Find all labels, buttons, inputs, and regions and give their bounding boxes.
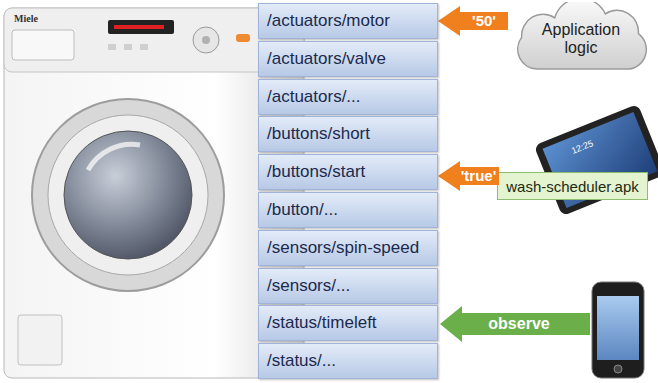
cloud-path: [518, 2, 647, 69]
cloud-shape: Application logic: [508, 2, 654, 76]
node-text: /sensors/spin-speed: [267, 238, 419, 258]
phone-button: [614, 365, 622, 373]
button: [108, 44, 116, 50]
service-hatch: [18, 315, 62, 365]
start-button: [236, 34, 250, 42]
resource-box: /button/...: [258, 192, 438, 228]
node-text: /buttons/short: [267, 124, 370, 144]
resource-box: /sensors/spin-speed: [258, 230, 438, 266]
phone-frame: [592, 282, 644, 378]
program-knob: [193, 27, 219, 53]
node-text: wash-scheduler.apk: [506, 178, 639, 195]
resource-box: /actuators/...: [258, 79, 438, 115]
resource-box: /status/...: [258, 343, 438, 379]
resource-box: /buttons/start: [258, 154, 438, 190]
phone-screen: [597, 296, 639, 360]
node-text: /actuators/motor: [267, 11, 390, 31]
app-box: wash-scheduler.apk: [497, 172, 648, 200]
fat-arrow: [460, 12, 508, 30]
edge-label: '50': [469, 12, 499, 30]
glass-highlight: [88, 144, 140, 170]
node-text: Application logic: [531, 21, 631, 58]
observe-label: observe: [485, 315, 552, 333]
button: [140, 44, 148, 50]
node-text: /button/...: [267, 200, 338, 220]
node-text: /status/timeleft: [267, 313, 377, 333]
node-text: /actuators/...: [267, 87, 361, 107]
resource-box: /sensors/...: [258, 268, 438, 304]
detergent-drawer: [12, 30, 74, 60]
resource-box: /buttons/short: [258, 116, 438, 152]
door-glass: [64, 131, 192, 259]
node-text: /sensors/...: [267, 276, 350, 296]
button: [124, 44, 132, 50]
display-digits: [114, 25, 164, 29]
resource-box: /status/timeleft: [258, 305, 438, 341]
knob-center: [202, 36, 210, 44]
observe-arrow: [440, 306, 590, 342]
node-text: /actuators/valve: [267, 49, 386, 69]
resource-box: /actuators/valve: [258, 41, 438, 77]
display: [108, 20, 174, 34]
resource-box: /actuators/motor: [258, 3, 438, 39]
door-frame: [48, 115, 208, 275]
node-text: /buttons/start: [267, 162, 365, 182]
edge-label: 'true': [458, 167, 499, 185]
brand-logo: Miele: [14, 13, 38, 24]
node-text: /status/...: [267, 351, 336, 371]
door-ring: [32, 99, 224, 291]
